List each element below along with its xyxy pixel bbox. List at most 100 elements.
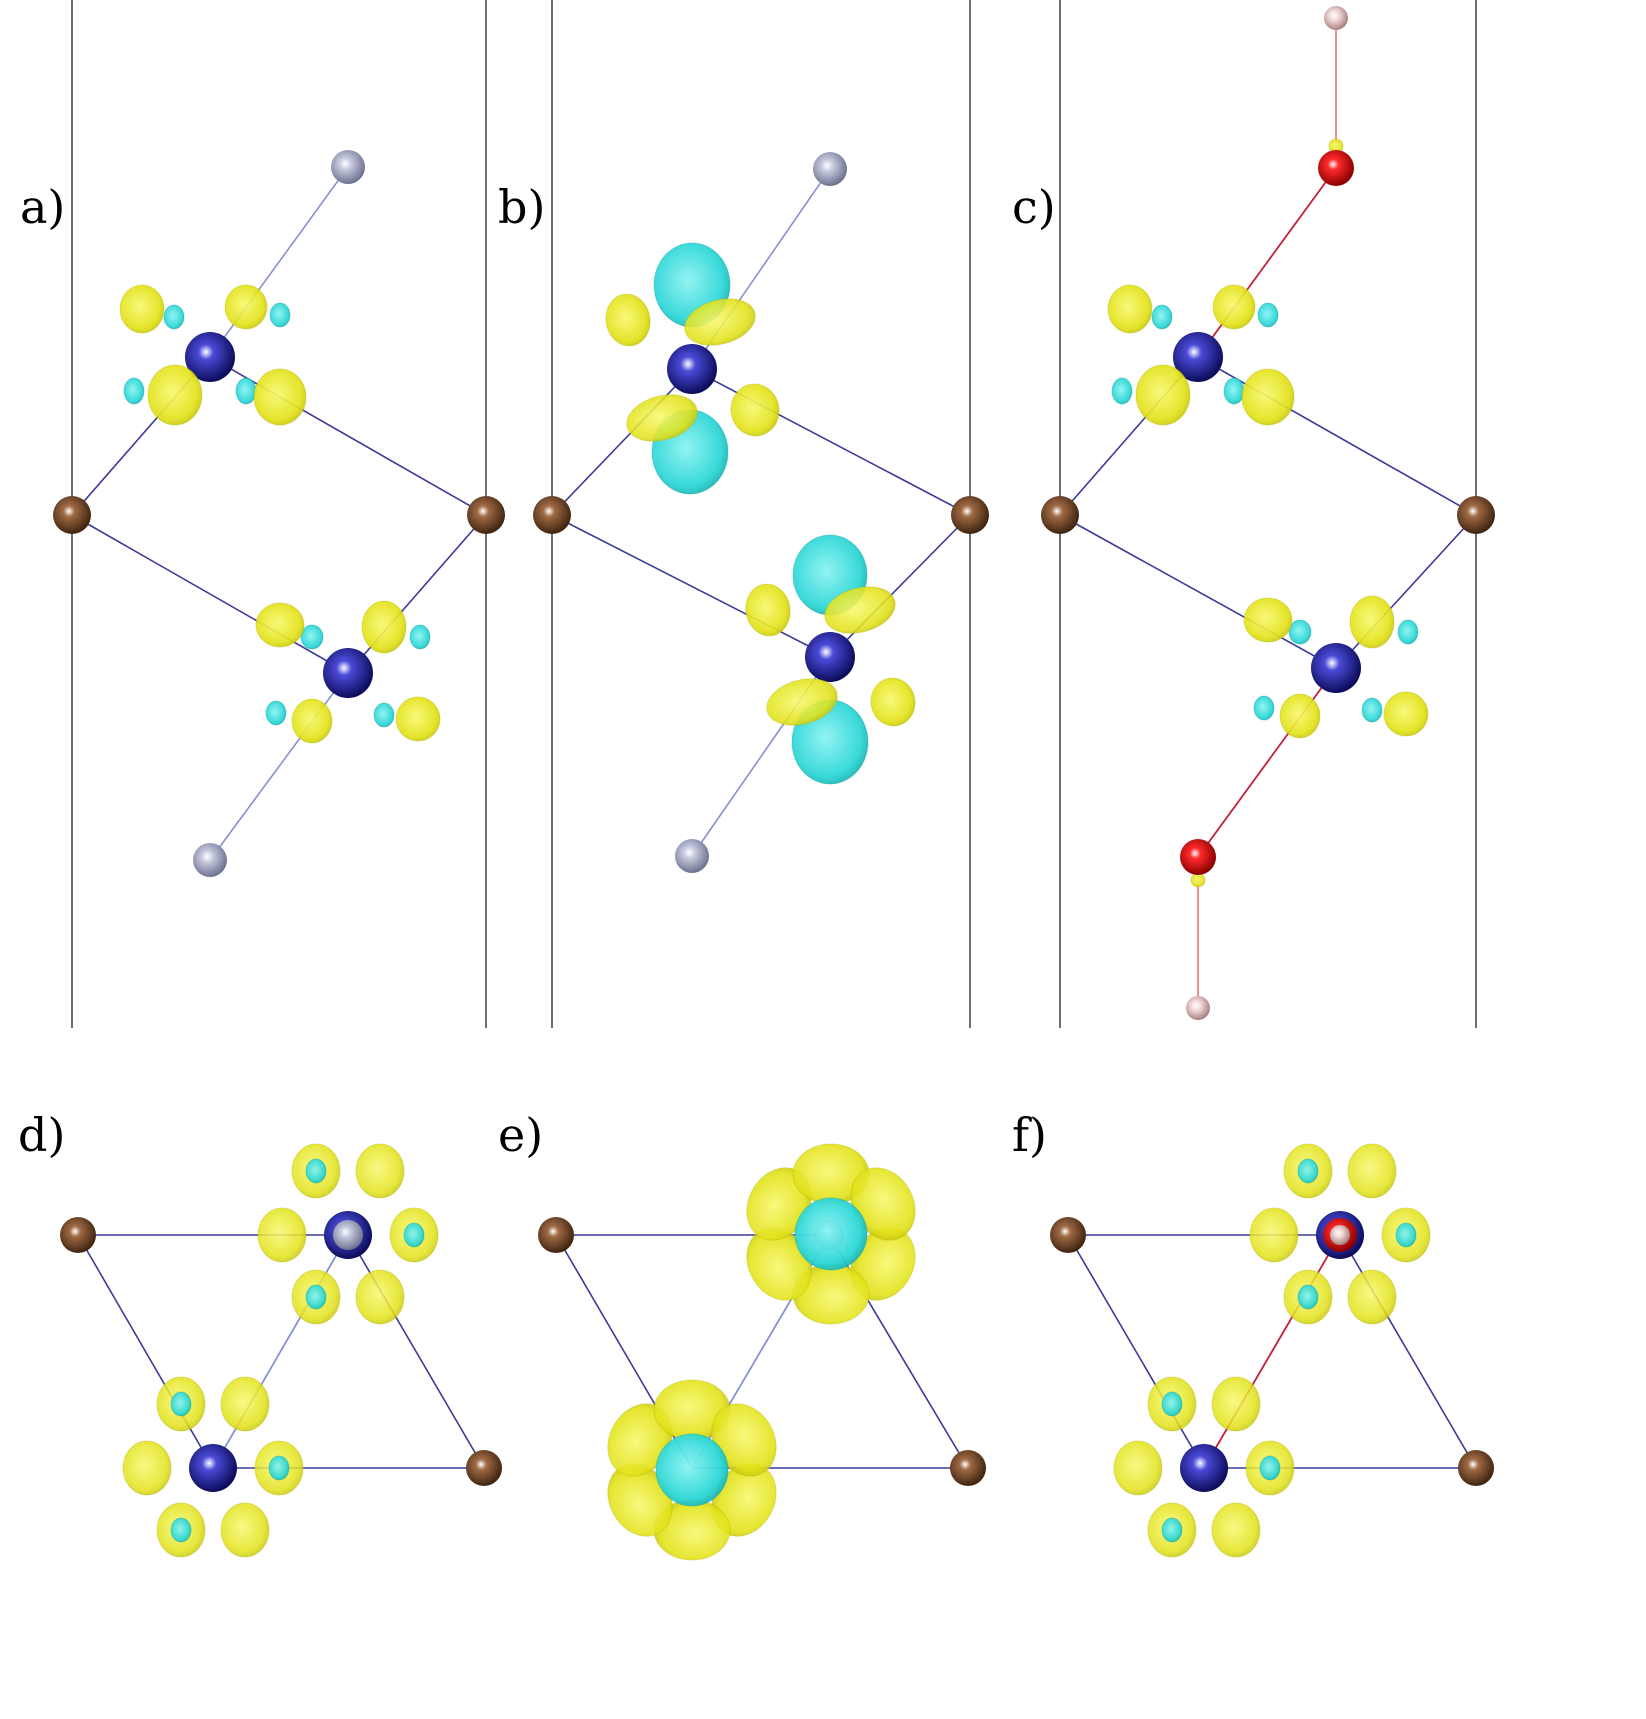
bond-line [77,1234,214,1469]
bond-line [71,514,349,674]
positive-isosurface-lobe [1347,1269,1397,1325]
positive-isosurface-lobe [257,1207,307,1263]
negative-isosurface-lobe [1161,1391,1183,1417]
positive-isosurface-lobe [1211,1376,1261,1432]
positive-isosurface-lobe [1249,1207,1299,1263]
positive-isosurface-lobe [361,600,407,654]
negative-isosurface-lobe [409,624,431,650]
negative-isosurface-lobe [305,1284,327,1310]
positive-isosurface-lobe [745,583,791,637]
hydrogen-atom [1186,996,1210,1020]
bond-line [347,1234,485,1469]
corner-atom [53,496,91,534]
negative-isosurface-lobe [265,700,287,726]
corner-atom [466,1450,502,1486]
positive-isosurface-lobe [870,677,916,727]
panel-label-b: b) [498,180,546,234]
positive-isosurface-lobe [1347,1143,1397,1199]
nitrogen-atom [813,152,847,186]
positive-isosurface-lobe [395,696,441,742]
positive-isosurface-lobe [605,293,651,347]
positive-isosurface-lobe [1113,1440,1163,1496]
isosurface-front-layer [147,284,1429,1543]
negative-isosurface-lobe [1161,1517,1183,1543]
bond-line [1335,514,1477,669]
corner-atom [60,1217,96,1253]
negative-isosurface-lobe [655,1433,729,1507]
negative-isosurface-lobe [794,1197,868,1271]
bond-line [347,514,487,674]
positive-isosurface-lobe [220,1502,270,1558]
negative-isosurface-lobe [269,302,291,328]
bond-line [1197,167,1337,358]
positive-isosurface-lobe [355,1143,405,1199]
bond-line [829,514,971,658]
positive-isosurface-lobe [122,1440,172,1496]
negative-isosurface-lobe [1257,302,1279,328]
negative-isosurface-lobe [1253,695,1275,721]
positive-isosurface-lobe [1241,368,1295,426]
positive-isosurface-lobe [1279,693,1321,739]
metal-atom [1180,1444,1228,1492]
isosurface-back-layer [119,138,1431,1561]
positive-isosurface-lobe [119,284,165,334]
positive-isosurface-lobe [1211,1502,1261,1558]
negative-isosurface-lobe [170,1517,192,1543]
bonds-layer [71,17,1477,1469]
negative-isosurface-lobe [163,304,185,330]
negative-isosurface-lobe [1397,619,1419,645]
negative-isosurface-lobe [373,702,395,728]
negative-isosurface-lobe [1259,1455,1281,1481]
negative-isosurface-lobe [1223,377,1245,405]
positive-isosurface-lobe [730,383,780,437]
positive-isosurface-lobe [1190,872,1206,888]
corner-atom [1458,1450,1494,1486]
bond-line [1203,1234,1341,1469]
positive-isosurface-lobe [1349,595,1395,649]
panel-label-d: d) [18,1108,66,1162]
bond-line [209,356,487,516]
positive-isosurface-lobe [824,586,896,634]
positive-isosurface-lobe [255,602,305,648]
metal-atom [189,1444,237,1492]
negative-isosurface-lobe [1297,1284,1319,1310]
metal-atom [1311,643,1361,693]
bond-line [1067,1234,1205,1469]
nitrogen-atom [193,843,227,877]
metal-atom [323,648,373,698]
corner-atom [467,496,505,534]
atoms-layer [53,6,1495,1492]
panel-label-e: e) [498,1108,544,1162]
negative-isosurface-lobe [1395,1222,1417,1248]
bond-line [1339,1234,1477,1469]
corner-atom [1457,496,1495,534]
panel-label-f: f) [1012,1108,1047,1162]
corner-atom [533,496,571,534]
nitrogen-atom [331,150,365,184]
bond-line [551,514,831,658]
negative-isosurface-lobe [170,1391,192,1417]
panel-label-c: c) [1012,180,1056,234]
negative-isosurface-lobe [1288,619,1312,645]
oxygen-atom [1318,150,1354,186]
positive-isosurface-lobe [224,284,268,330]
bond-line [551,368,693,516]
nitrogen-atom [675,839,709,873]
corner-atom [950,1450,986,1486]
positive-isosurface-lobe [1383,691,1429,737]
positive-isosurface-lobe [684,298,756,346]
bond-line [209,672,349,861]
corner-atom [1041,496,1079,534]
corner-atom [538,1217,574,1253]
oxygen-atom [1180,839,1216,875]
metal-atom [1173,332,1223,382]
positive-isosurface-lobe [1243,597,1293,643]
negative-isosurface-lobe [268,1455,290,1481]
positive-isosurface-lobe [220,1376,270,1432]
negative-isosurface-lobe [235,377,257,405]
negative-isosurface-lobe [1111,377,1133,405]
bond-line [212,1234,349,1469]
bond-line [1197,356,1477,516]
nitrogen-atom [333,1220,363,1250]
